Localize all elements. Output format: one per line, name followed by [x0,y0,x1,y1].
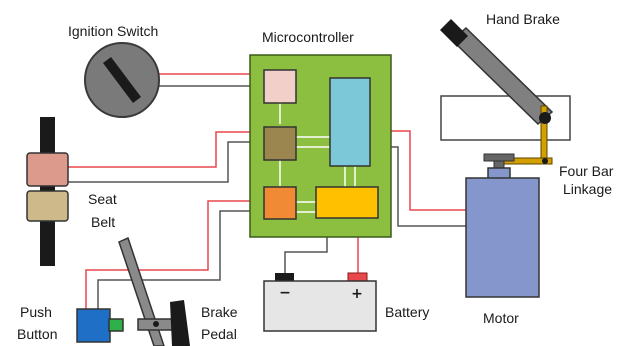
seat-buckle-top [26,152,69,187]
battery: − + [263,272,377,332]
board-traces [279,103,356,213]
ignition-switch [84,42,160,118]
battery-positive-symbol: + [351,286,363,302]
push-button-label-line2: Button [17,326,57,342]
microcontroller-board [249,54,392,238]
seat-belt-label-line1: Seat [88,191,117,207]
brake-pedal-pin [153,321,159,327]
processor-chip [329,77,371,167]
seat-belt [26,117,69,266]
battery-negative-symbol: − [279,285,291,301]
battery-label: Battery [385,304,429,320]
brake-pedal-label-line2: Pedal [201,326,237,342]
wire-seat-dark [68,141,264,183]
brake-pedal [118,236,190,346]
linkage-coupler [483,153,515,162]
battery-negative-terminal [275,273,294,282]
push-button-body [76,308,111,343]
motor-body [465,177,540,298]
linkage-pivot-bottom [542,158,548,164]
four-bar-label-line2: Linkage [563,181,612,197]
power-chip [315,186,379,219]
hand-brake-handle [440,19,468,47]
chip-top [263,69,297,104]
ignition-switch-label: Ignition Switch [68,23,158,39]
seat-buckle-bottom [26,190,69,222]
four-bar-label-line1: Four Bar [559,163,614,179]
ignition-key-slot [103,57,141,103]
hand-brake-assembly [440,19,571,178]
wire-push-red [85,200,264,310]
brake-pedal-pad [170,300,190,346]
battery-body [263,280,377,332]
brake-pedal-label-line1: Brake [201,304,238,320]
hand-brake-label: Hand Brake [486,11,560,27]
push-button-label-line1: Push [20,304,52,320]
linkage-pivot-top [539,112,551,124]
push-button-plunger [108,318,124,332]
wire-push-dark [97,210,264,310]
push-button [76,308,124,343]
motor-label: Motor [483,310,519,326]
seat-belt-label-line2: Belt [91,214,115,230]
chip-bottom [263,186,297,220]
microcontroller-label: Microcontroller [262,29,354,45]
motor [465,167,540,298]
chip-middle [263,126,297,161]
wire-seat-red [68,131,264,168]
